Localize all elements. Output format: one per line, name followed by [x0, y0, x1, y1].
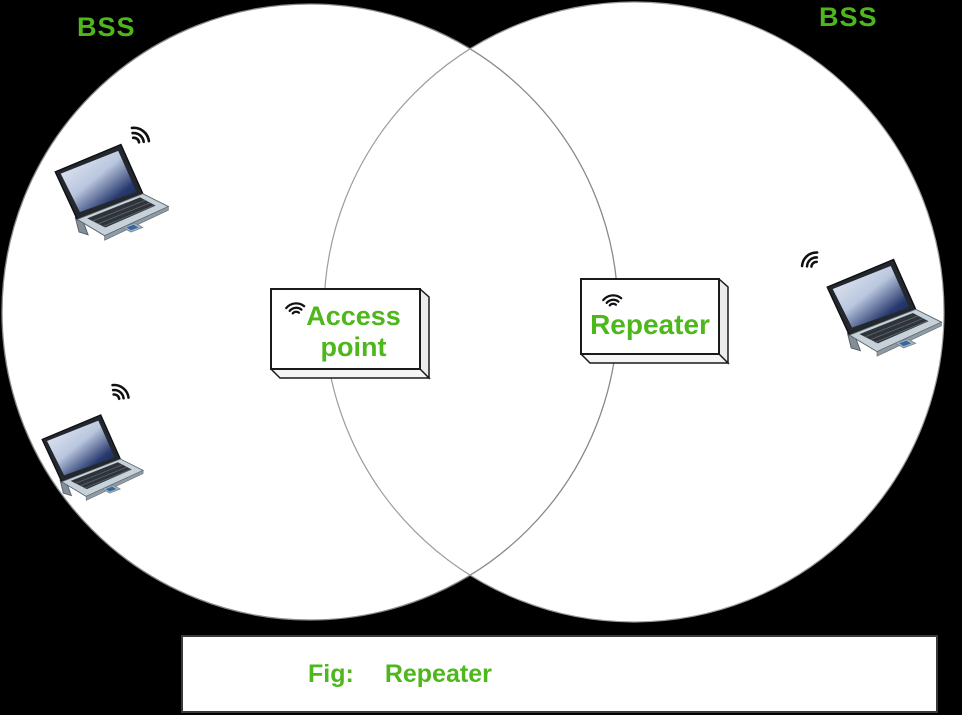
- repeater-box-shape: [580, 278, 730, 365]
- repeater-label: Repeater: [590, 308, 710, 340]
- access-point-box: Access point: [270, 288, 432, 380]
- bss-label-right: BSS: [819, 2, 878, 32]
- laptop-icon: [46, 139, 174, 243]
- laptop-icon: [34, 410, 148, 503]
- repeater-box: Repeater: [580, 278, 731, 365]
- caption-prefix: Fig:: [308, 659, 354, 688]
- caption-title: Repeater: [384, 659, 492, 688]
- access-point-label: Access point: [306, 301, 401, 362]
- figure-caption: Fig: Repeater: [181, 635, 938, 713]
- bss-label-left: BSS: [77, 12, 136, 42]
- laptop-icon: [818, 254, 947, 359]
- access-point-box-shape: [270, 288, 431, 380]
